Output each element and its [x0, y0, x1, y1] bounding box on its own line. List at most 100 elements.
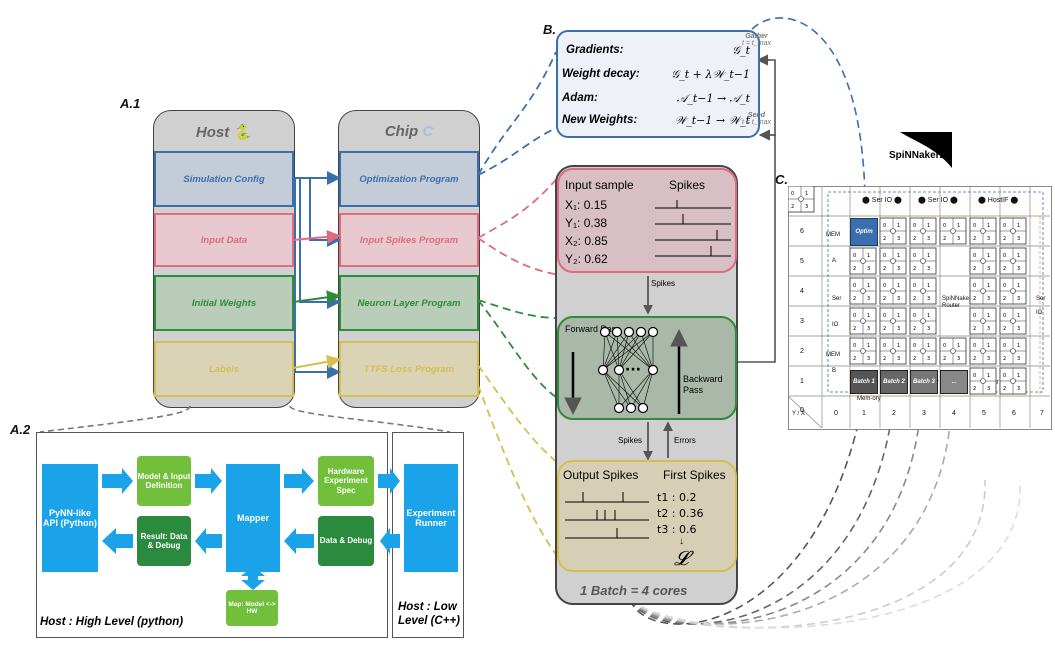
batch-pe-2: Batch 2	[880, 370, 908, 394]
opt-v-2: 𝒜_t−1 → 𝒜_t	[676, 92, 750, 105]
hostif-top: ⬤ HostIF ⬤	[978, 197, 1019, 204]
svg-text:3: 3	[805, 204, 808, 210]
col-label-0: 0	[834, 410, 838, 417]
chip-neuron-layer: Neuron Layer Program	[339, 275, 479, 331]
data-debug-block: Data & Debug	[318, 516, 374, 566]
loss-symbol: 𝓛	[674, 546, 689, 570]
input-spike-raster	[655, 200, 731, 257]
batch-pe-1: Batch 1	[850, 370, 878, 394]
batch-pe-3: Batch 3	[910, 370, 938, 394]
opt-v-1: 𝒢_t + λ𝒲_t−1	[671, 68, 750, 81]
ser-io-top-1: ⬤ Ser IO ⬤	[862, 197, 902, 204]
forward-pass-label: Forward Pass	[565, 324, 621, 334]
network-box: Forward Pass Backward Pass ···	[557, 316, 737, 420]
spikes-arrow-label: Spikes	[651, 279, 676, 288]
right-io: IO	[1036, 310, 1043, 316]
opt-k-0: Gradients:	[566, 44, 624, 56]
axis-label: Y / X	[792, 411, 805, 417]
mem-bottom: Mem-ory	[857, 396, 881, 402]
side-mem-1: MEM	[826, 232, 840, 238]
svg-text:0: 0	[791, 191, 794, 197]
hw-spec-block: Hardware Experiment Spec	[318, 456, 374, 506]
host-column: Host 🐍 Simulation Config Input Data Init…	[153, 110, 295, 408]
experiment-runner-block: Experiment Runner	[404, 464, 458, 572]
host-low-level-label: Host : Low Level (C++)	[398, 601, 460, 628]
col-label-3: 3	[922, 410, 926, 417]
chip-column: Chip C Optimization Program Input Spikes…	[338, 110, 480, 408]
chip-ttfs-loss: TTFS Loss Program	[339, 341, 479, 397]
row-label-5: 5	[800, 258, 804, 265]
ser-io-top-2: ⬤ Ser IO ⬤	[918, 197, 958, 204]
c-language-icon: C	[422, 123, 434, 140]
opt-v-0: 𝒢_t	[732, 44, 750, 57]
first-spikes-title: First Spikes	[663, 468, 726, 482]
label-b: B.	[543, 22, 556, 37]
row-label-6: 6	[800, 228, 804, 235]
opt-k-1: Weight decay:	[562, 68, 640, 80]
spikes-down-label: Spikes	[618, 436, 643, 445]
result-block: Result: Data & Debug	[137, 516, 191, 566]
host-sim-config: Simulation Config	[154, 151, 294, 207]
map-block: Map: Model <-> HW	[226, 590, 278, 626]
label-a1: A.1	[120, 96, 141, 111]
pynn-api-block: PyNN-like API (Python)	[42, 464, 98, 572]
side-mem-2: MEM	[826, 352, 840, 358]
batch-caption: 1 Batch = 4 cores	[580, 583, 688, 598]
host-initial-weights: Initial Weights	[154, 275, 294, 331]
neural-network-graphic: ···	[564, 326, 688, 415]
svg-text:2: 2	[791, 204, 794, 210]
output-spikes-title: Output Spikes	[563, 468, 639, 482]
col-label-7: 7	[1040, 410, 1044, 417]
optimizer-box: Gradients: 𝒢_t Weight decay: 𝒢_t + λ𝒲_t−…	[556, 30, 760, 138]
row-label-1: 1	[800, 378, 804, 385]
spinnaker-logo-icon	[900, 132, 952, 168]
chip-title: Chip C	[384, 123, 434, 140]
optim-pe: Optim	[850, 218, 878, 246]
row-label-4: 4	[800, 288, 804, 295]
down-arrow-icon: ↓	[679, 536, 684, 547]
host-title: Host 🐍	[195, 124, 253, 141]
row-label-2: 2	[800, 348, 804, 355]
spikes-title: Spikes	[669, 178, 706, 192]
label-a2: A.2	[10, 422, 31, 437]
spinnaker-logo-text: SpiNNaker2	[889, 150, 946, 161]
python-icon: 🐍	[233, 124, 253, 141]
host-labels: Labels	[154, 341, 294, 397]
input-sample-title: Input sample	[565, 178, 634, 192]
host-input-data: Input Data	[154, 213, 294, 267]
mapper-block: Mapper	[226, 464, 280, 572]
side-io: IO	[832, 322, 839, 328]
col-label-5: 5	[982, 410, 986, 417]
side-a: A	[832, 258, 837, 264]
col-label-6: 6	[1012, 410, 1016, 417]
host-high-level-label: Host : High Level (python)	[40, 616, 184, 628]
side-b: B	[832, 368, 837, 374]
model-input-block: Model & Input Definition	[137, 456, 191, 506]
batch-pe-more: ...	[940, 370, 968, 394]
row-label-3: 3	[800, 318, 804, 325]
chip-input-spikes: Input Spikes Program	[339, 213, 479, 267]
col-label-1: 1	[862, 410, 866, 417]
pe-quad-array: 0 1 2 3	[788, 186, 1027, 395]
errors-label: Errors	[674, 436, 696, 445]
opt-k-2: Adam:	[562, 92, 598, 104]
side-ser: Ser	[832, 296, 842, 302]
opt-k-3: New Weights:	[562, 114, 638, 126]
right-ser: Ser	[1036, 296, 1046, 302]
row-label-0: 0	[800, 407, 804, 414]
col-label-4: 4	[952, 410, 956, 417]
col-label-2: 2	[892, 410, 896, 417]
svg-text:1: 1	[805, 191, 808, 197]
label-c: C.	[775, 172, 788, 187]
chip-optimization: Optimization Program	[339, 151, 479, 207]
opt-v-3: 𝒲_t−1 → 𝒲_t	[674, 114, 750, 127]
